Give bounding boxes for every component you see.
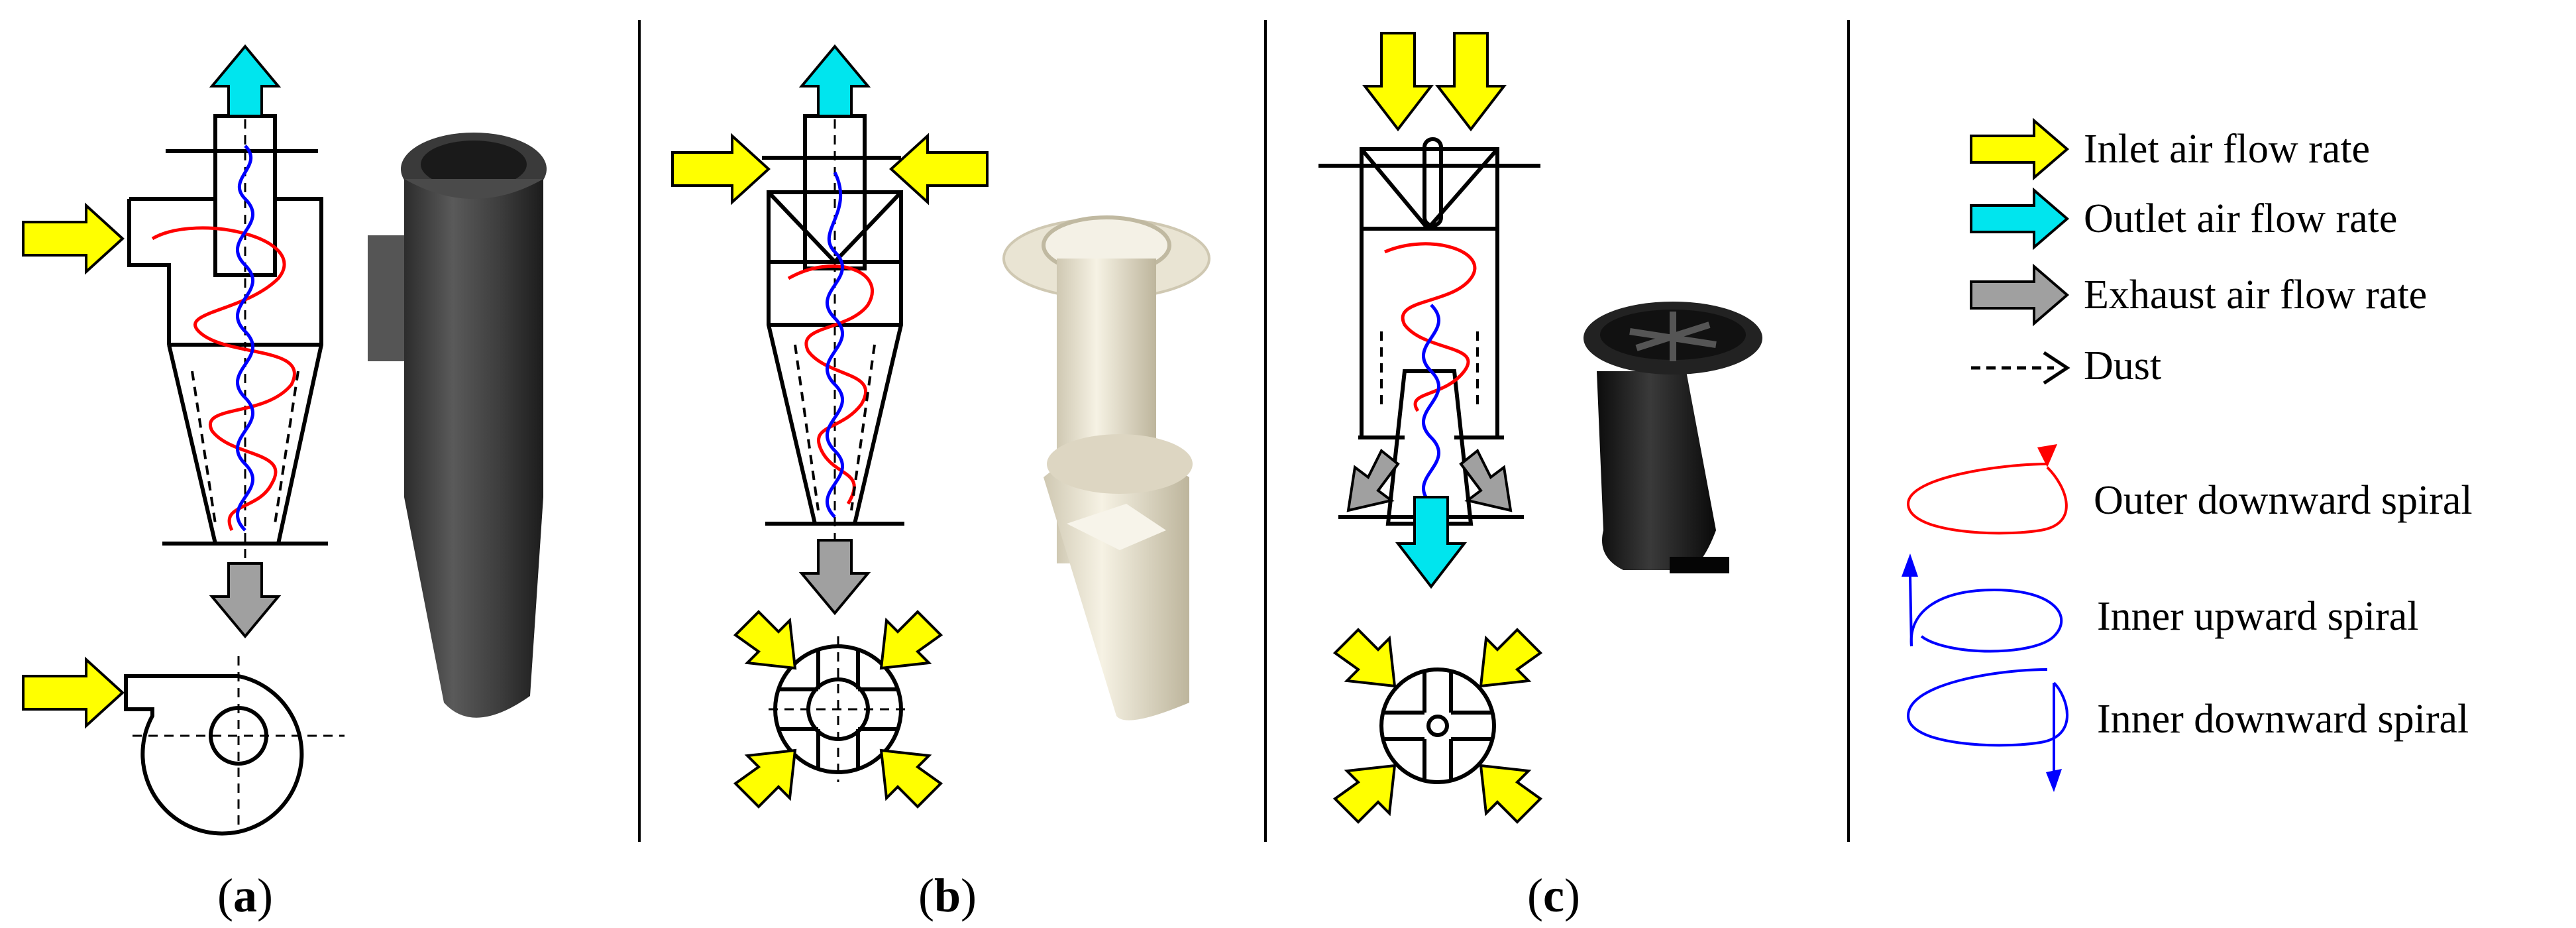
cyclone-c-topview <box>1379 667 1496 784</box>
outlet-arrow-b <box>798 44 871 117</box>
cyclone-a-photo <box>368 133 547 718</box>
cyclone-c-schematic <box>1318 137 1540 526</box>
cyclone-b-spirals <box>787 171 876 518</box>
legend-outer-spiral-label: Outer downward spiral <box>2094 478 2473 523</box>
inlet-arrow-a-top <box>22 656 125 729</box>
inlet-arrow-b-ne <box>879 610 943 670</box>
outlet-arrow-a <box>209 44 282 117</box>
inlet-arrow-b-sw <box>733 748 797 809</box>
legend-dust-label: Dust <box>2084 343 2161 388</box>
legend-inlet-label: Inlet air flow rate <box>2084 127 2370 172</box>
cyclone-a-schematic <box>127 114 328 597</box>
cyclone-a-topview <box>124 656 345 836</box>
legend-inner-up-spiral-label: Inner upward spiral <box>2097 594 2419 639</box>
legend-exhaust-arrow <box>1970 263 2070 327</box>
inlet-arrow-c-ne <box>1479 628 1543 688</box>
legend-inner-down-spiral-label: Inner downward spiral <box>2097 697 2469 742</box>
caption-c: (c) <box>1527 869 1580 922</box>
legend-exhaust-label: Exhaust air flow rate <box>2084 272 2427 318</box>
exhaust-arrow-c-right <box>1459 448 1513 512</box>
cyclone-b-photo <box>1002 215 1210 721</box>
inlet-arrow-b-se <box>879 748 943 809</box>
panel-a: (a) <box>22 44 547 922</box>
legend-dust-arrow <box>1971 351 2070 385</box>
cyclone-c-photo <box>1583 302 1762 573</box>
inlet-arrow-c-2 <box>1434 32 1507 132</box>
inlet-arrow-c-nw <box>1332 628 1397 688</box>
inlet-arrow-a <box>22 202 125 275</box>
exhaust-arrow-c-left <box>1346 448 1400 512</box>
inlet-arrow-c-1 <box>1362 32 1434 132</box>
inlet-arrow-b-left <box>671 133 771 205</box>
legend-outlet-label: Outlet air flow rate <box>2084 196 2397 241</box>
legend-inner-up-spiral-icon <box>1902 553 2063 653</box>
outlet-arrow-c <box>1395 496 1468 589</box>
caption-b: (b) <box>918 869 977 922</box>
cyclone-b-topview <box>769 636 908 782</box>
cyclone-b-schematic <box>762 114 904 557</box>
inlet-arrow-c-se <box>1479 764 1543 824</box>
inlet-arrow-c-sw <box>1332 764 1397 824</box>
panel-c: (c) <box>1318 32 1762 922</box>
legend-outlet-arrow <box>1970 187 2070 251</box>
cyclone-a-spirals <box>151 145 299 532</box>
exhaust-arrow-b <box>798 539 871 616</box>
caption-a: (a) <box>217 869 273 922</box>
legend-inner-down-spiral-icon <box>1906 668 2068 792</box>
inlet-arrow-b-right <box>889 133 989 205</box>
legend-inlet-arrow <box>1970 117 2070 181</box>
inlet-arrow-b-nw <box>733 610 797 670</box>
legend-outer-spiral-icon <box>1906 444 2068 535</box>
exhaust-arrow-a <box>209 562 282 639</box>
panel-b: (b) <box>671 44 1210 922</box>
cyclone-c-spirals <box>1380 242 1479 505</box>
legend: Inlet air flow rate Outlet air flow rate… <box>1902 117 2473 792</box>
